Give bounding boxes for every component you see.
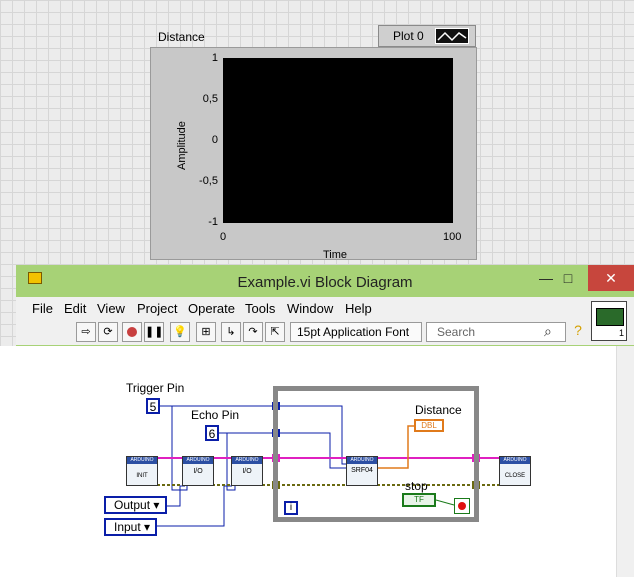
io-label: I/O — [193, 468, 203, 475]
chart-label: Distance — [158, 30, 205, 44]
y-tick: -0,5 — [199, 175, 218, 187]
pause-icon[interactable]: ❚❚ — [144, 322, 164, 342]
stop-condition-icon[interactable] — [454, 498, 470, 514]
io-subvi-2[interactable]: ARDUINO I/O — [231, 456, 263, 486]
window-title: Example.vi Block Diagram — [237, 274, 413, 291]
trigger-pin-constant[interactable]: 5 — [146, 398, 160, 414]
output-enum-value: Output — [114, 498, 151, 512]
app-icon[interactable] — [28, 272, 42, 284]
y-axis-ticks: 1 0,5 0 -0,5 -1 — [178, 52, 220, 232]
subvi-header: ARDUINO — [232, 457, 262, 464]
retain-wire-values-icon[interactable]: ⊞ — [196, 322, 216, 342]
y-tick: 1 — [211, 52, 218, 64]
menu-edit[interactable]: Edit — [64, 301, 87, 316]
subvi-header: ARDUINO — [183, 457, 213, 464]
menu-help[interactable]: Help — [345, 301, 372, 316]
iteration-terminal: i — [284, 501, 298, 515]
io-label: I/O — [242, 468, 252, 475]
x-axis-label: Time — [323, 249, 348, 261]
step-into-icon[interactable]: ↳ — [221, 322, 241, 342]
input-enum[interactable]: Input ▾ — [104, 518, 157, 536]
toolbar: ⇨ ⟳ ❚❚ 💡 ⊞ ↳ ↷ ⇱ 15pt Application Font S… — [16, 319, 634, 345]
close-subvi[interactable]: ARDUINO CLOSE — [499, 456, 531, 486]
menu-view[interactable]: View — [97, 301, 125, 316]
input-enum-value: Input — [114, 520, 141, 534]
stop-label: stop — [405, 479, 428, 493]
menu-file[interactable]: File — [32, 301, 53, 316]
distance-label: Distance — [415, 403, 462, 417]
output-enum[interactable]: Output ▾ — [104, 496, 167, 514]
highlight-execution-icon[interactable]: 💡 — [170, 322, 190, 342]
plot-area[interactable] — [223, 58, 453, 223]
step-out-icon[interactable]: ⇱ — [265, 322, 285, 342]
menu-bar: File Edit View Project Operate Tools Win… — [16, 297, 634, 319]
maximize-button[interactable]: □ — [563, 270, 573, 286]
srf04-label: SRF04 — [351, 467, 373, 474]
run-icon[interactable]: ⇨ — [76, 322, 96, 342]
font-dropdown[interactable]: 15pt Application Font — [290, 322, 422, 342]
while-loop[interactable] — [273, 386, 479, 522]
y-tick: 0,5 — [202, 93, 218, 105]
trigger-pin-label: Trigger Pin — [126, 381, 185, 395]
y-tick: 0 — [211, 134, 218, 146]
close-button[interactable]: ✕ — [588, 265, 634, 291]
init-label: INIT — [136, 473, 148, 479]
io-subvi-1[interactable]: ARDUINO I/O — [182, 456, 214, 486]
distance-indicator[interactable]: DBL — [414, 419, 444, 432]
plot-name: Plot 0 — [393, 29, 424, 43]
close-label: CLOSE — [504, 473, 526, 479]
vertical-scrollbar[interactable] — [616, 346, 634, 577]
echo-pin-constant[interactable]: 6 — [205, 425, 219, 441]
run-continuously-icon[interactable]: ⟳ — [98, 322, 118, 342]
subvi-header: ARDUINO — [347, 457, 377, 464]
minimize-button[interactable]: — — [539, 270, 553, 286]
menu-window[interactable]: Window — [287, 301, 334, 316]
echo-pin-label: Echo Pin — [191, 408, 240, 422]
subvi-header: ARDUINO — [500, 457, 530, 464]
search-input[interactable]: Search — [426, 322, 566, 342]
init-subvi[interactable]: ARDUINO INIT — [126, 456, 158, 486]
menu-operate[interactable]: Operate — [188, 301, 235, 316]
menu-tools[interactable]: Tools — [245, 301, 276, 316]
vi-icon[interactable]: 1 — [591, 301, 627, 341]
plot-style-icon[interactable] — [435, 28, 469, 44]
srf04-subvi[interactable]: ARDUINO SRF04 — [346, 456, 378, 486]
y-tick: -1 — [208, 216, 218, 228]
abort-icon[interactable] — [122, 322, 142, 342]
stop-button-terminal[interactable]: TF — [402, 493, 436, 507]
menu-project[interactable]: Project — [137, 301, 178, 316]
subvi-header: ARDUINO — [127, 457, 157, 464]
x-tick: 0 — [220, 231, 227, 243]
search-icon[interactable]: ⌕ — [544, 323, 552, 339]
help-icon[interactable]: ? — [574, 322, 582, 338]
step-over-icon[interactable]: ↷ — [243, 322, 263, 342]
plot-legend[interactable]: Plot 0 — [378, 25, 476, 47]
x-tick: 100 — [443, 231, 462, 243]
title-bar[interactable]: Example.vi Block Diagram — □ ✕ — [16, 265, 634, 297]
